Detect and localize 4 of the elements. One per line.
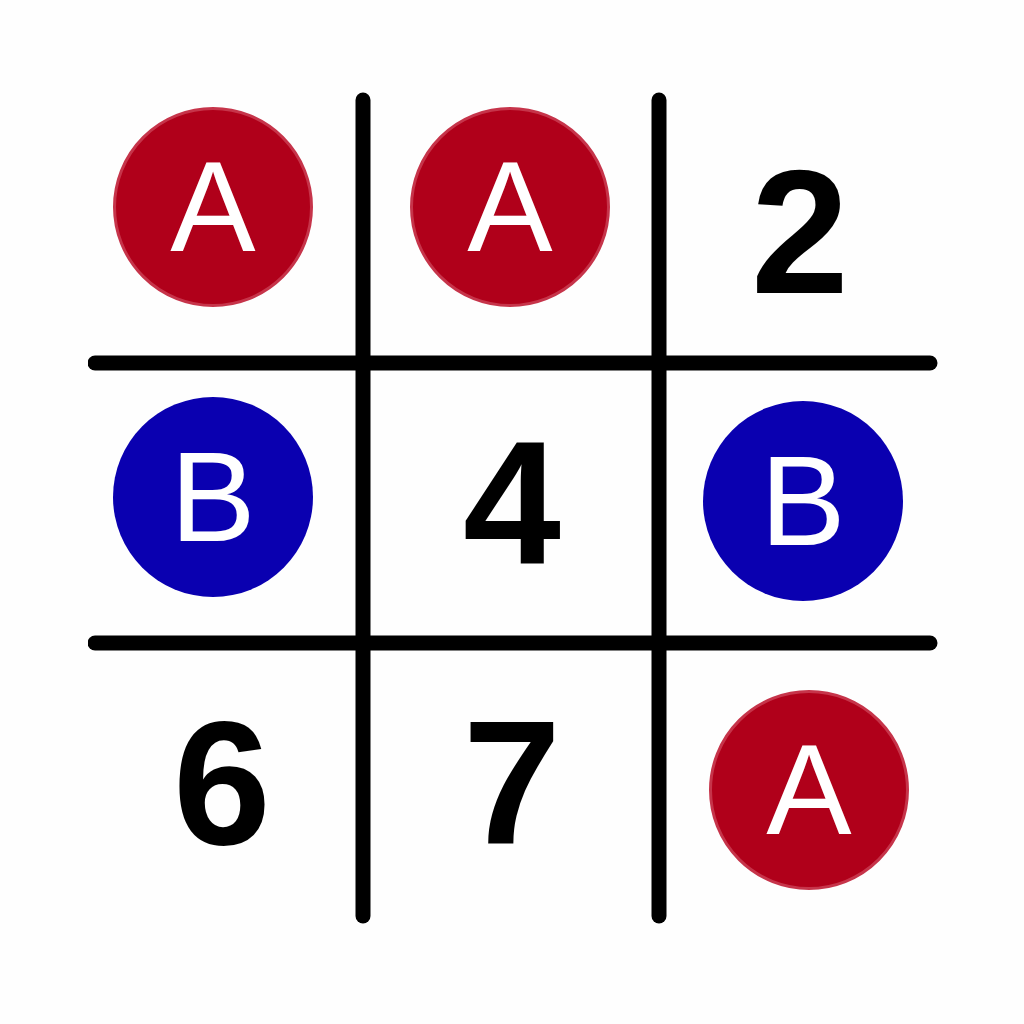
cell-number: 7	[463, 695, 561, 871]
cell-number: 2	[751, 144, 849, 320]
cell-number: 6	[173, 695, 271, 871]
cell-number: 4	[463, 415, 561, 591]
